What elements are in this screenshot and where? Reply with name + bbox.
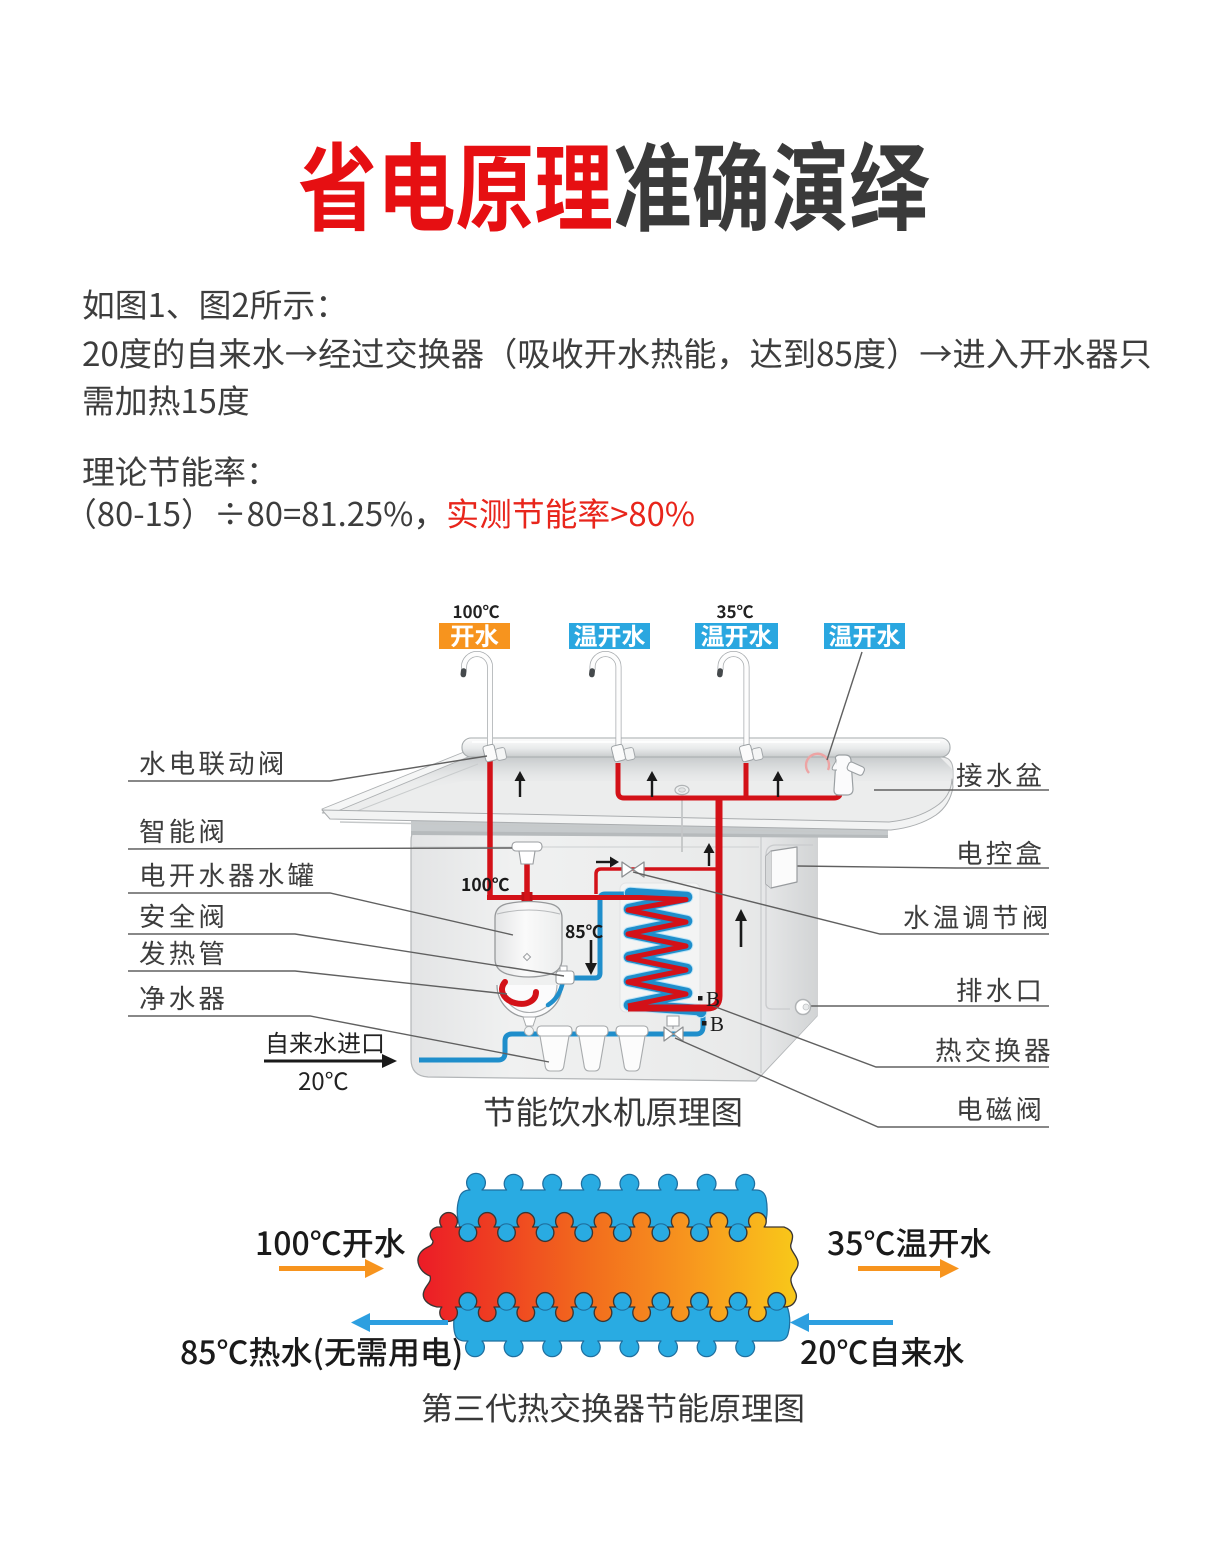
svg-text:B: B xyxy=(710,1012,724,1036)
svg-text:B: B xyxy=(706,987,720,1011)
